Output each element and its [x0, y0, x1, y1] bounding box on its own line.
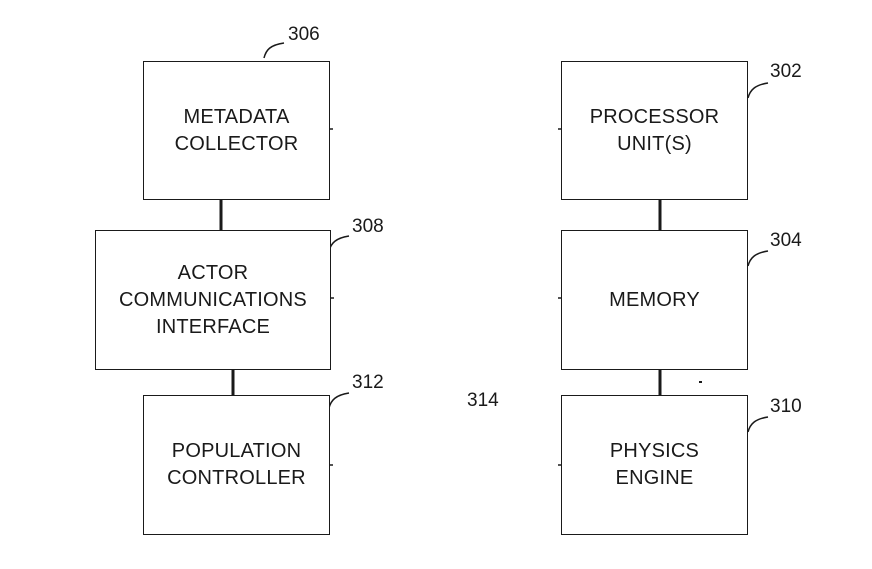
block-label-line: POPULATION	[171, 440, 302, 462]
memory-block: MEMORY	[561, 230, 748, 370]
leader-304	[747, 250, 769, 267]
leader-310	[747, 416, 769, 433]
processor-units-block: PROCESSOR UNIT(S)	[561, 61, 748, 200]
block-label-line: ACTOR	[177, 261, 249, 284]
block-label-line: UNIT(S)	[617, 132, 692, 155]
block-label-line: INTERFACE	[155, 315, 271, 338]
leader-308	[328, 235, 350, 252]
leader-306	[263, 42, 285, 59]
block-label-line: COMMUNICATIONS	[119, 288, 307, 311]
ref-number-314: 314	[467, 390, 499, 411]
ref-number-304: 304	[770, 230, 802, 251]
ref-number-308: 308	[352, 216, 384, 237]
block-label-line: METADATA	[183, 105, 290, 128]
physics-engine-block: PHYSICS ENGINE	[561, 395, 748, 535]
block-label-line: COLLECTOR	[174, 132, 299, 155]
metadata-collector-block: METADATA COLLECTOR	[143, 61, 330, 200]
block-label-line: ENGINE	[615, 467, 694, 489]
leader-302	[747, 82, 769, 99]
block-label-line: CONTROLLER	[167, 467, 306, 489]
block-label-line: MEMORY	[609, 288, 700, 311]
ref-number-302: 302	[770, 61, 802, 82]
actor-communications-interface-block: ACTOR COMMUNICATIONS INTERFACE	[95, 230, 331, 370]
ref-number-312: 312	[352, 372, 384, 393]
ref-number-306: 306	[288, 24, 320, 45]
block-label-line: PROCESSOR	[589, 105, 720, 128]
ref-number-310: 310	[770, 396, 802, 417]
leader-312	[328, 392, 350, 409]
block-label-line: PHYSICS	[609, 440, 700, 462]
population-controller-block: POPULATION CONTROLLER	[143, 395, 330, 535]
